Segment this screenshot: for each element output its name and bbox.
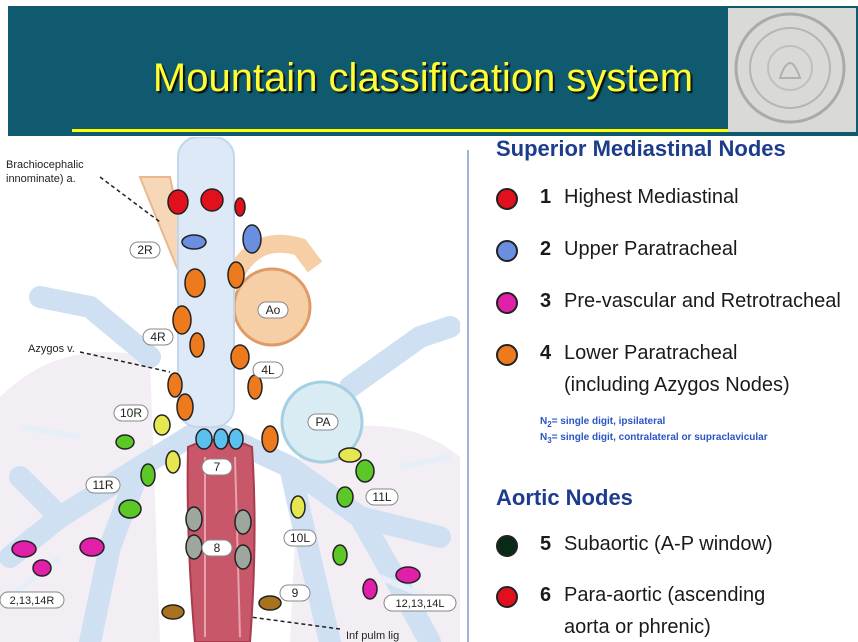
- station-11l-label: 11L: [372, 490, 391, 504]
- brachiocephalic-label-line2: innominate) a.: [6, 173, 76, 185]
- legend-label: Pre-vascular and Retrotracheal: [564, 290, 841, 313]
- station-10l-label: 10L: [290, 531, 310, 545]
- station-11r-label: 11R: [92, 478, 113, 492]
- n2-note: N2= single digit, ipsilateral: [540, 416, 665, 429]
- station-7-label: 7: [214, 460, 221, 474]
- brachiocephalic-label-line1: Brachiocephalic: [6, 159, 84, 171]
- station-4r-label: 4R: [150, 330, 166, 344]
- title-underline: [72, 129, 800, 132]
- station-12-14l-label: 12,13,14L: [396, 598, 445, 610]
- node-color-dot-red: [496, 188, 518, 210]
- n3-note: N3= single digit, contralateral or supra…: [540, 432, 768, 445]
- legend-number: 3: [540, 290, 551, 313]
- node-color-dot-blue: [496, 240, 518, 262]
- seal-icon: [728, 8, 856, 132]
- station-12-14r-label: 2,13,14R: [10, 595, 55, 607]
- node-color-dot-dark-green: [496, 535, 518, 557]
- inf-pulm-lig-label: Inf pulm lig: [346, 630, 399, 642]
- legend-number: 2: [540, 238, 551, 261]
- legend-label: Subaortic (A-P window): [564, 533, 773, 556]
- slide-title: Mountain classification system: [8, 56, 838, 101]
- station-9-label: 9: [292, 586, 299, 600]
- azygos-label: Azygos v.: [28, 343, 75, 355]
- legend-label-continued: (including Azygos Nodes): [564, 374, 790, 397]
- section-divider: [467, 150, 469, 642]
- node-color-dot-red: [496, 586, 518, 608]
- legend-number: 6: [540, 584, 551, 607]
- station-4l-label: 4L: [261, 363, 275, 377]
- legend-label: Highest Mediastinal: [564, 186, 739, 209]
- station-8-label: 8: [214, 541, 221, 555]
- legend-label-continued: aorta or phrenic): [564, 616, 711, 639]
- ao-label: Ao: [266, 303, 281, 317]
- lymph-node-station-diagram: 2R Ao 4R 4L 10R PA 7 11R 11L 10L 8 9: [0, 137, 460, 642]
- aortic-nodes-heading: Aortic Nodes: [496, 485, 633, 511]
- legend-number: 1: [540, 186, 551, 209]
- pa-label: PA: [315, 415, 330, 429]
- station-2r-label: 2R: [137, 243, 153, 257]
- legend-label: Upper Paratracheal: [564, 238, 737, 261]
- legend-label: Lower Paratracheal: [564, 342, 737, 365]
- node-color-dot-orange: [496, 344, 518, 366]
- institution-seal-logo: [728, 8, 856, 132]
- superior-nodes-heading: Superior Mediastinal Nodes: [496, 136, 786, 162]
- station-10r-label: 10R: [120, 406, 142, 420]
- legend-label: Para-aortic (ascending: [564, 584, 765, 607]
- legend-number: 5: [540, 533, 551, 556]
- node-color-dot-magenta: [496, 292, 518, 314]
- legend-number: 4: [540, 342, 551, 365]
